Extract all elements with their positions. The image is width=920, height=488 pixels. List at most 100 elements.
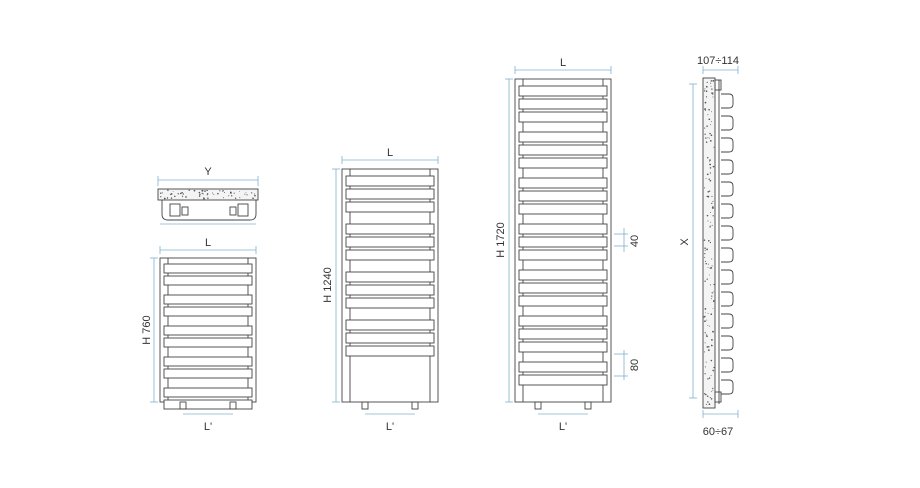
top-speck-43	[172, 191, 174, 192]
side-fin-9	[721, 291, 734, 307]
side-speck-50	[710, 85, 712, 87]
r1720-bar-14	[518, 295, 608, 307]
r1240-bar-1	[345, 188, 435, 200]
r1720-bar-17	[518, 341, 608, 353]
side-fin-12	[721, 357, 734, 373]
side-speck-33	[707, 401, 709, 403]
side-speck-66	[711, 202, 713, 205]
r1720-bar-16	[518, 328, 608, 340]
side-speck-26	[704, 308, 707, 310]
side-speck-103	[709, 159, 711, 161]
top-speck-5	[182, 195, 184, 197]
side-speck-87	[712, 308, 714, 309]
side-speck-70	[708, 274, 710, 276]
side-speck-136	[712, 200, 714, 202]
side-fin-2	[721, 137, 734, 153]
top-speck-36	[222, 197, 224, 199]
r760-height-label: H 760	[141, 315, 153, 344]
side-speck-41	[704, 260, 707, 262]
top-speck-17	[222, 190, 224, 192]
side-speck-32	[710, 212, 712, 213]
side-speck-42	[704, 280, 706, 282]
side-speck-47	[705, 178, 707, 180]
side-speck-0	[710, 267, 713, 269]
side-speck-85	[708, 108, 710, 111]
bottom-gap-label: 80	[629, 359, 641, 371]
r760-bar-0	[163, 263, 253, 274]
r760-bar-3	[163, 306, 253, 317]
side-fin-5	[721, 203, 734, 219]
top-speck-55	[207, 197, 209, 199]
side-speck-18	[704, 249, 706, 251]
side-speck-67	[709, 140, 712, 142]
side-speck-127	[712, 389, 714, 391]
side-speck-46	[704, 315, 706, 318]
r1720-bar-2	[518, 111, 608, 123]
top-speck-58	[234, 197, 237, 199]
left-valve	[181, 206, 189, 216]
side-speck-89	[705, 141, 708, 143]
top-speck-13	[233, 192, 235, 194]
top-speck-24	[185, 196, 187, 198]
top-speck-12	[212, 192, 213, 194]
side-speck-2	[705, 96, 708, 98]
side-speck-86	[708, 403, 711, 406]
side-speck-105	[712, 330, 714, 333]
side-speck-94	[710, 124, 711, 126]
side-fin-1	[721, 115, 734, 131]
side-speck-92	[705, 361, 707, 363]
top-speck-19	[198, 195, 201, 197]
side-speck-21	[711, 195, 713, 197]
side-speck-120	[707, 313, 709, 315]
top-speck-7	[163, 197, 166, 200]
side-speck-31	[711, 121, 713, 123]
side-speck-130	[711, 224, 713, 226]
side-speck-44	[707, 263, 709, 265]
side-speck-1	[708, 118, 711, 121]
side-speck-27	[705, 312, 706, 314]
side-speck-113	[706, 81, 708, 83]
r1720-bar-12	[518, 269, 608, 281]
r1720-bar-6	[518, 177, 608, 189]
r1240-bars	[345, 175, 435, 357]
top-speck-11	[254, 193, 256, 195]
r1720-bar-4	[518, 144, 608, 156]
right-valve	[229, 206, 237, 216]
r1240-bar-8	[345, 297, 435, 309]
side-speck-68	[713, 366, 715, 369]
top-speck-21	[206, 193, 209, 195]
top-speck-25	[252, 197, 254, 200]
side-speck-52	[706, 346, 709, 348]
side-speck-17	[704, 320, 706, 322]
r1240-frame	[341, 168, 439, 403]
side-speck-128	[708, 190, 711, 192]
side-speck-73	[706, 156, 709, 159]
side-speck-3	[706, 335, 708, 338]
r1720-bar-10	[518, 236, 608, 248]
gap-label: 40	[629, 235, 641, 247]
side-speck-110	[710, 398, 713, 400]
side-speck-111	[703, 393, 706, 395]
side-speck-5	[704, 187, 706, 189]
r1720-bar-13	[518, 282, 608, 294]
r1240-right-pipe	[411, 401, 419, 410]
r760-bar-5	[163, 337, 253, 348]
r1240-bar-7	[345, 284, 435, 296]
top-depth-label: 107÷114	[697, 55, 739, 67]
side-speck-115	[712, 166, 714, 167]
radiator-1240: L H 1240 L'	[322, 147, 439, 433]
r760-right-pipe	[229, 401, 237, 410]
top-speck-15	[244, 193, 246, 195]
r1720-bar-7	[518, 190, 608, 202]
r1720-bar-18	[518, 361, 608, 373]
side-speck-97	[706, 278, 708, 280]
top-speck-57	[199, 193, 201, 196]
side-speck-61	[712, 96, 714, 98]
top-speck-0	[206, 194, 208, 196]
side-speck-28	[712, 387, 714, 390]
side-speck-13	[710, 397, 712, 398]
r760-left-pipe	[179, 401, 187, 410]
side-fin-4	[721, 181, 734, 197]
side-speck-83	[711, 88, 713, 90]
top-speck-47	[230, 192, 232, 194]
